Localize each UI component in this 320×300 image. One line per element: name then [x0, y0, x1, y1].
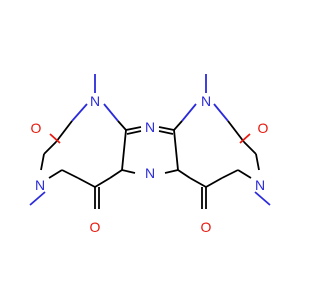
bond-30 [255, 153, 260, 171]
bond-13 [43, 141, 57, 155]
atom-n-left: N [35, 177, 45, 193]
atom-o-bottom-left: O [90, 219, 101, 235]
bond-4 [117, 120, 127, 131]
bond-28 [227, 120, 245, 143]
bond-18 [126, 130, 142, 135]
bond-3 [103, 103, 119, 122]
bond-7 [94, 177, 111, 188]
bond-19 [158, 126, 175, 131]
bond-10 [77, 177, 96, 188]
bond-21 [173, 129, 179, 171]
bond-16 [49, 133, 61, 144]
bond-15 [29, 191, 46, 206]
bond-34 [189, 177, 207, 188]
atom-label-layer: N N N N N N O O O O [31, 93, 269, 235]
bond-14 [40, 153, 45, 171]
bond-20 [158, 130, 174, 135]
atom-o-bottom-right: O [201, 219, 212, 235]
bond-layer [29, 74, 271, 209]
bond-17 [125, 126, 142, 131]
bond-32 [239, 133, 251, 144]
bond-11 [61, 169, 79, 179]
atom-n-top-mid: N [145, 119, 155, 135]
bond-29 [243, 141, 257, 155]
atom-o-left: O [31, 120, 42, 136]
atom-n-top-left: N [90, 93, 100, 109]
atom-n-top-right: N [201, 93, 211, 109]
bond-12 [48, 169, 63, 179]
bond-23 [121, 169, 136, 174]
bond-5 [121, 129, 127, 171]
atom-o-right: O [258, 120, 269, 136]
bond-1 [71, 103, 88, 122]
bond-2 [55, 120, 73, 143]
bond-39 [237, 169, 252, 179]
bond-26 [173, 120, 183, 131]
bond-6 [109, 169, 123, 179]
molecule-structure: N N N N N N O O O O [29, 74, 271, 235]
atom-n-center-bottom: N [145, 165, 155, 181]
atom-n-right: N [255, 177, 265, 193]
bond-38 [221, 169, 239, 179]
bond-27 [213, 103, 229, 122]
bond-33 [177, 169, 191, 179]
bond-31 [254, 191, 271, 206]
bond-22 [164, 169, 179, 174]
bond-37 [205, 177, 223, 188]
bond-25 [181, 103, 197, 122]
